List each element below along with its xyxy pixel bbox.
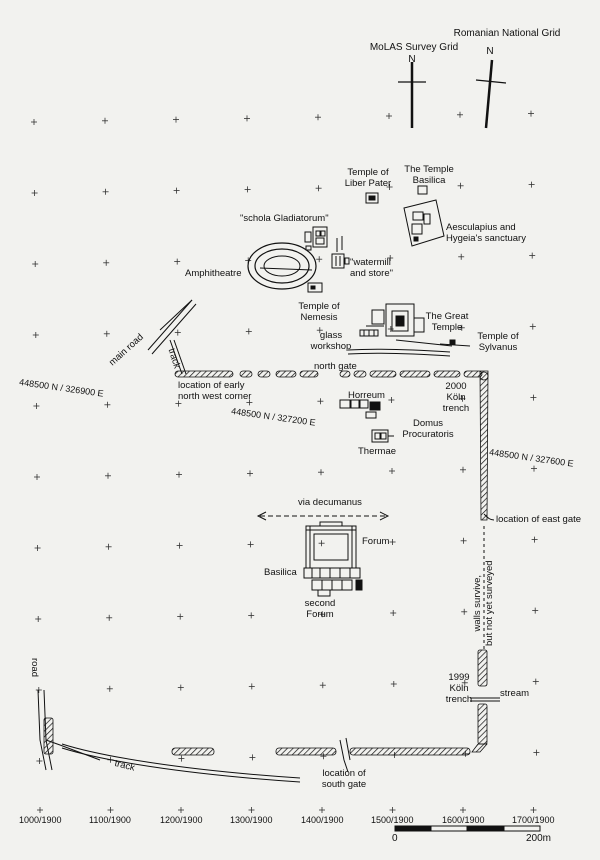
label-temple-sylvanus: Temple of Sylvanus <box>477 331 519 353</box>
label-basilica: Basilica <box>264 567 297 578</box>
grid-x-label: 1300/1900 <box>230 815 273 825</box>
label-temple-nemesis: Temple of Nemesis <box>298 301 340 323</box>
label-early-nw-corner: location of early north west corner <box>178 380 252 402</box>
schola-gladiatorum-plan <box>304 226 328 251</box>
grid-x-label: 1200/1900 <box>160 815 203 825</box>
south-wall <box>171 747 471 756</box>
label-south-gate: location of south gate <box>321 768 367 790</box>
label-aesculapius-sanctuary: Aesculapius and Hygeia's sanctuary <box>446 222 526 244</box>
label-temple-liber-pater: Temple of Liber Pater <box>344 167 392 189</box>
glass-workshop-plan <box>359 329 379 337</box>
east-gate-marker <box>483 513 495 521</box>
label-thermae: Thermae <box>358 446 397 457</box>
via-decumanus-line <box>256 511 390 521</box>
label-amphitheatre: Amphitheatre <box>185 268 242 279</box>
grid-x-label: 1400/1900 <box>301 815 344 825</box>
label-horreum: Horreum <box>348 390 385 401</box>
thermae-plan <box>371 429 394 443</box>
temple-sylvanus-plan <box>395 339 471 347</box>
temple-liber-pater-plan <box>365 192 379 204</box>
label-forum: Forum <box>362 536 390 547</box>
south-track <box>61 743 301 783</box>
romanian-grid-label: Romanian National Grid <box>453 28 561 39</box>
southeast-wall <box>471 649 488 753</box>
watermill-plan <box>331 236 350 269</box>
label-road-southwest: road <box>29 658 40 678</box>
label-glass-workshop: glass workshop <box>310 330 352 352</box>
label-great-temple: The Great Temple <box>425 311 469 333</box>
road-north-of-wall <box>347 348 451 357</box>
stream-line <box>470 697 500 702</box>
amphitheatre-plan <box>247 242 317 290</box>
romanian-north-arrow-icon <box>475 59 507 129</box>
southwest-wall-fragment <box>43 717 54 755</box>
molas-north-arrow-icon <box>398 62 426 128</box>
label-schola-gladiatorum: "schola Gladiatorum" <box>240 213 329 224</box>
scale-start-label: 0 <box>392 833 398 844</box>
scale-bar <box>394 825 541 832</box>
main-road <box>147 299 197 375</box>
east-wall <box>479 370 489 521</box>
forum-complex-plan <box>303 521 363 597</box>
scale-end-label: 200m <box>526 833 552 844</box>
molas-grid-label: MoLAS Survey Grid <box>369 42 459 53</box>
temple-nemesis-plan <box>307 282 323 293</box>
label-koln-2000-trench: 2000 Köln trench <box>442 381 470 414</box>
molas-north-label: N <box>408 54 416 65</box>
horreum-plan <box>339 399 381 419</box>
grid-x-label: 1100/1900 <box>89 815 131 825</box>
label-domus-procuratoris: Domus Procuratoris <box>402 418 454 440</box>
great-temple-plan <box>366 303 425 337</box>
temple-basilica-plan <box>417 185 428 195</box>
label-watermill: "watermill and store" <box>350 257 393 279</box>
aesculapius-sanctuary-plan <box>403 199 445 247</box>
grid-x-label: 1600/1900 <box>442 815 485 825</box>
label-temple-basilica: The Temple Basilica <box>404 164 454 186</box>
label-via-decumanus: via decumanus <box>298 497 362 508</box>
south-gate-marker <box>339 737 351 773</box>
grid-crosses <box>31 110 540 813</box>
grid-x-label: 1000/1900 <box>19 815 62 825</box>
north-wall <box>174 370 483 378</box>
grid-x-label: 1700/1900 <box>512 815 555 825</box>
grid-x-label: 1500/1900 <box>371 815 414 825</box>
label-east-gate: location of east gate <box>496 514 582 525</box>
label-stream: stream <box>500 688 530 699</box>
label-koln-1999-trench: 1999 Köln trench <box>445 672 473 705</box>
label-walls-survive: walls survive, but not yet surveyed <box>472 560 495 646</box>
label-second-forum: second Forum <box>304 598 336 620</box>
label-north-gate: north gate <box>314 361 357 372</box>
romanian-north-label: N <box>486 46 494 57</box>
